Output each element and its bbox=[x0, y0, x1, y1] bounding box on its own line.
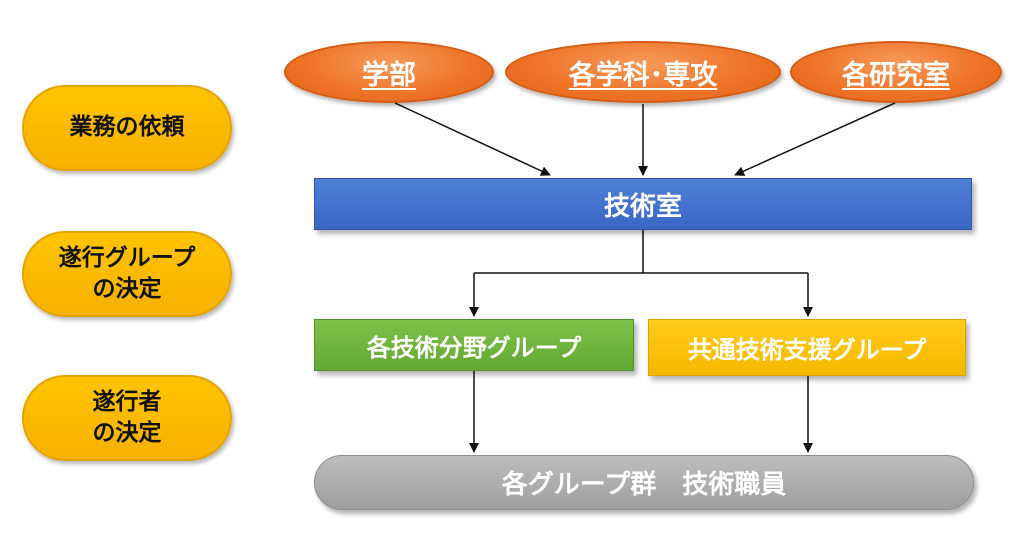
arrow-labs-to-tech-room bbox=[734, 102, 896, 176]
source-faculty: 学部 bbox=[284, 41, 494, 103]
stage-request: 業務の依頼 bbox=[22, 85, 232, 171]
source-laboratories: 各研究室 bbox=[790, 41, 1002, 103]
source-departments: 各学科･専攻 bbox=[505, 41, 781, 103]
stage-group-decision: 遂行グループ の決定 bbox=[22, 231, 232, 317]
common-support-group-box: 共通技術支援グループ bbox=[648, 319, 966, 376]
field-group-box: 各技術分野グループ bbox=[314, 319, 634, 371]
stage-person-decision: 遂行者 の決定 bbox=[22, 375, 232, 461]
arrow-faculty-to-tech-room bbox=[394, 102, 551, 176]
technical-staff-box: 各グループ群 技術職員 bbox=[314, 455, 974, 510]
tech-room-box: 技術室 bbox=[314, 178, 972, 230]
